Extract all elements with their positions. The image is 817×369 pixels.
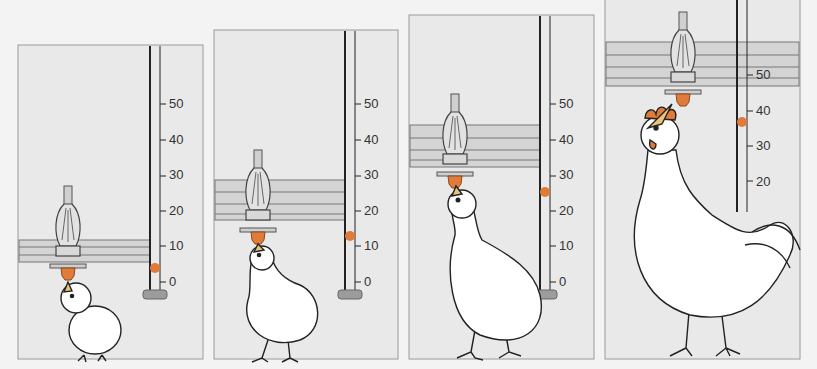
scale-number: 10 [559,238,573,254]
scale-number: 0 [559,274,566,290]
scale-number: 30 [364,167,378,183]
scale-number: 30 [169,167,183,183]
scale-number: 30 [756,138,770,154]
scale-number: 40 [169,132,183,148]
scale-number: 20 [756,174,770,190]
nipple-drinker [50,12,701,280]
scale-number: 40 [559,132,573,148]
scale-number: 40 [756,103,770,119]
chick [61,282,121,362]
scale-number: 50 [559,96,573,112]
scale-number: 50 [756,67,770,83]
hen [634,104,800,356]
scale-number: 10 [364,238,378,254]
growing-bird [448,186,541,360]
panel [18,0,800,359]
scale-number: 10 [169,238,183,254]
scale-number: 40 [364,132,378,148]
scale-number: 50 [169,96,183,112]
scale-number: 20 [559,203,573,219]
scale-number: 30 [559,167,573,183]
scale-number: 20 [169,203,183,219]
scale-number: 20 [364,203,378,219]
scale-number: 0 [169,274,176,290]
young-bird [247,244,318,362]
scale-number: 50 [364,96,378,112]
scale-number: 0 [364,274,371,290]
